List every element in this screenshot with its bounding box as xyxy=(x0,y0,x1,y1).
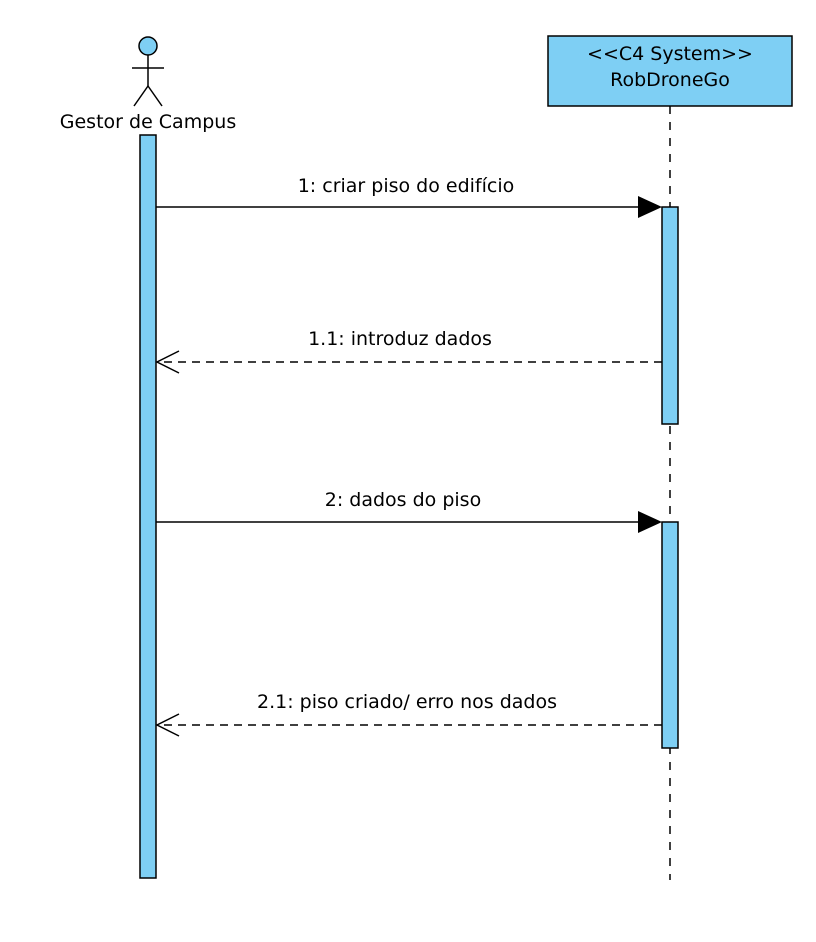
actor-right-leg xyxy=(147,85,163,107)
actor-left-leg xyxy=(133,85,149,107)
actor-activation-bar xyxy=(139,134,157,879)
message-1-1-arrowhead xyxy=(155,350,180,374)
actor-stick-figure-icon xyxy=(132,36,164,107)
system-name: RobDroneGo xyxy=(610,69,730,91)
message-2-arrowhead xyxy=(638,511,662,533)
message-1-1-label: 1.1: introduz dados xyxy=(308,328,492,350)
message-1-arrowhead xyxy=(638,196,662,218)
message-2-1-label: 2.1: piso criado/ erro nos dados xyxy=(257,691,557,713)
system-activation-bar-1 xyxy=(661,206,679,425)
system-activation-bar-2 xyxy=(661,521,679,749)
message-2-1-arrowhead xyxy=(155,713,180,737)
actor-name: Gestor de Campus xyxy=(60,111,236,133)
message-2-label: 2: dados do piso xyxy=(325,489,481,511)
actor-head xyxy=(138,36,158,56)
message-1-label: 1: criar piso do edifício xyxy=(298,175,515,197)
system-box xyxy=(547,35,793,107)
system-stereotype: <<C4 System>> xyxy=(587,43,753,65)
